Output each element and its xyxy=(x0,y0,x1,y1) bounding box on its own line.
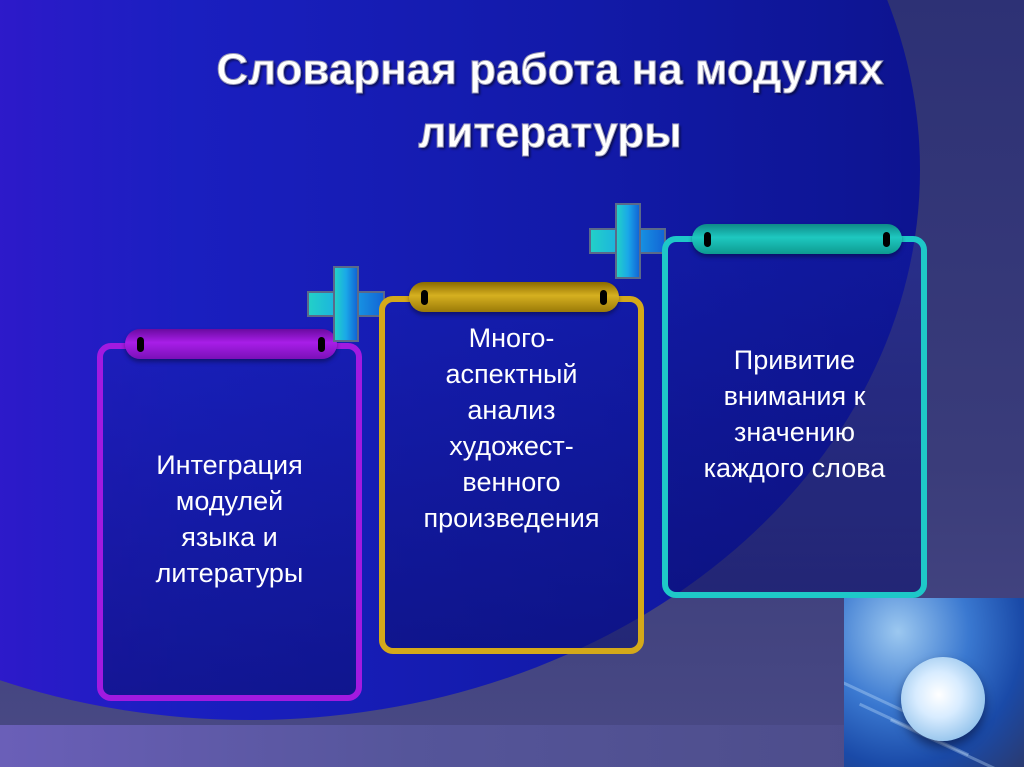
card-line: произведения xyxy=(423,503,600,533)
plus-icon xyxy=(589,203,666,279)
slide-title-line-2: литературы xyxy=(418,108,682,158)
scroll-dot xyxy=(600,290,607,305)
card-analysis: Много- аспектный анализ художест- венног… xyxy=(379,296,644,654)
scroll-dot xyxy=(704,232,711,247)
card-line: анализ xyxy=(467,395,556,425)
pearl-photo xyxy=(844,598,1024,767)
card-line: внимания к xyxy=(723,381,866,411)
scroll-dot xyxy=(421,290,428,305)
scroll-bar-gold xyxy=(409,282,619,312)
card-line: Привитие xyxy=(733,345,856,375)
card-attention-text: Привитие внимания к значению каждого сло… xyxy=(668,342,921,486)
pearl xyxy=(901,657,985,741)
card-integration: Интеграция модулей языка и литературы xyxy=(97,343,362,701)
card-attention: Привитие внимания к значению каждого сло… xyxy=(662,236,927,598)
card-line: значению xyxy=(733,417,856,447)
scroll-bar-cyan xyxy=(692,224,902,254)
card-line: аспектный xyxy=(445,359,578,389)
card-line: модулей xyxy=(175,486,284,516)
card-integration-text: Интеграция модулей языка и литературы xyxy=(103,447,356,591)
card-line: языка и xyxy=(181,522,278,552)
scroll-dot xyxy=(137,337,144,352)
scroll-dot xyxy=(318,337,325,352)
card-line: Интеграция xyxy=(156,450,303,480)
card-line: литературы xyxy=(155,558,304,588)
scroll-dot xyxy=(883,232,890,247)
slide-title-line-1: Словарная работа на модулях xyxy=(216,45,884,95)
card-line: каждого слова xyxy=(703,453,886,483)
card-analysis-text: Много- аспектный анализ художест- венног… xyxy=(385,320,638,536)
card-line: художест- xyxy=(449,431,574,461)
plus-icon xyxy=(307,266,385,342)
scroll-bar-purple xyxy=(125,329,337,359)
card-line: венного xyxy=(462,467,561,497)
card-line: Много- xyxy=(468,323,555,353)
